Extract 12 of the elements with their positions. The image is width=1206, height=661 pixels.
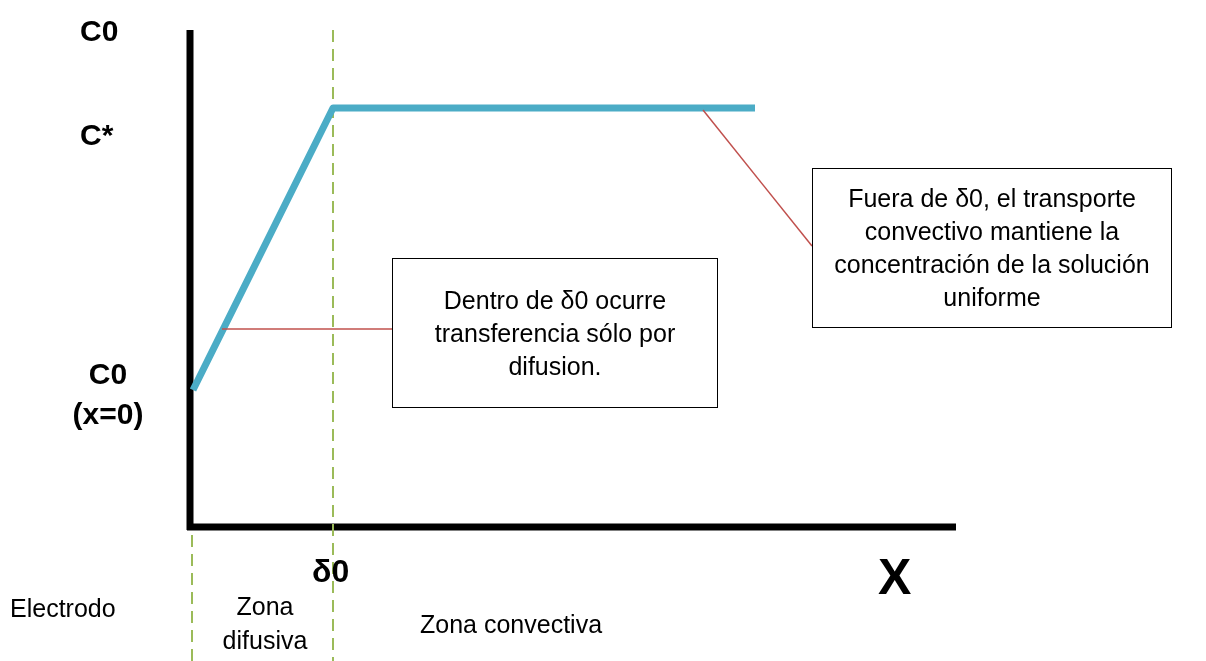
axis-tick-label: C*: [80, 118, 115, 152]
zone-label: Zona convectiva: [420, 610, 604, 639]
callout-box: Fuera de δ0, el transporte convectivo mantiene la concentración de la solución uniforme: [812, 168, 1172, 328]
leader-line: [702, 109, 813, 247]
axis-tick-label: C0 (x=0): [71, 356, 145, 432]
axis-tick-label: δ0: [312, 553, 351, 590]
axis-title: X: [878, 548, 913, 606]
callout-box: Dentro de δ0 ocurre transferencia sólo por difusion.: [392, 258, 718, 408]
zone-label: Zona difusiva: [221, 591, 309, 656]
leader-line: [221, 328, 393, 330]
zone-label: Electrodo: [10, 594, 117, 623]
axis-tick-label: C0: [80, 14, 120, 48]
